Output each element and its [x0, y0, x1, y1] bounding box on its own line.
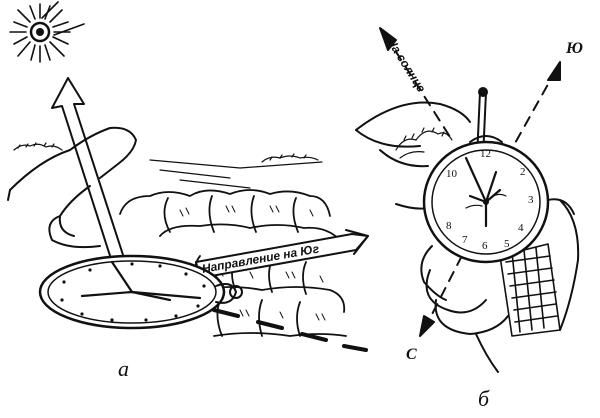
- dial-number-4: 4: [518, 222, 524, 234]
- dial-number-3: 3: [528, 194, 534, 206]
- sun-sight-arrow: [51, 77, 125, 263]
- horizon: [13, 142, 323, 189]
- dial-number-7: 7: [462, 234, 468, 246]
- dial-number-8: 8: [446, 220, 452, 232]
- north-arrow: [419, 239, 471, 337]
- south-letter: Ю: [566, 40, 583, 57]
- figure-label-a: а: [118, 356, 129, 381]
- dial-number-12: 12: [480, 148, 491, 160]
- dial-number-2: 2: [520, 166, 526, 178]
- sun-icon: [9, 1, 85, 63]
- watch-strap: [499, 243, 561, 337]
- figure-label-b: б: [478, 386, 490, 411]
- sun-direction-arrow: [379, 27, 453, 141]
- dial-number-5: 5: [504, 238, 510, 250]
- left-watch: [38, 254, 243, 330]
- right-watch: [422, 135, 550, 264]
- north-letter: С: [406, 346, 417, 363]
- left-hand: [7, 126, 137, 249]
- dial-number-6: 6: [482, 240, 488, 252]
- dial-number-10: 10: [446, 168, 457, 180]
- right-hand: [355, 101, 580, 373]
- bushes: [395, 127, 453, 159]
